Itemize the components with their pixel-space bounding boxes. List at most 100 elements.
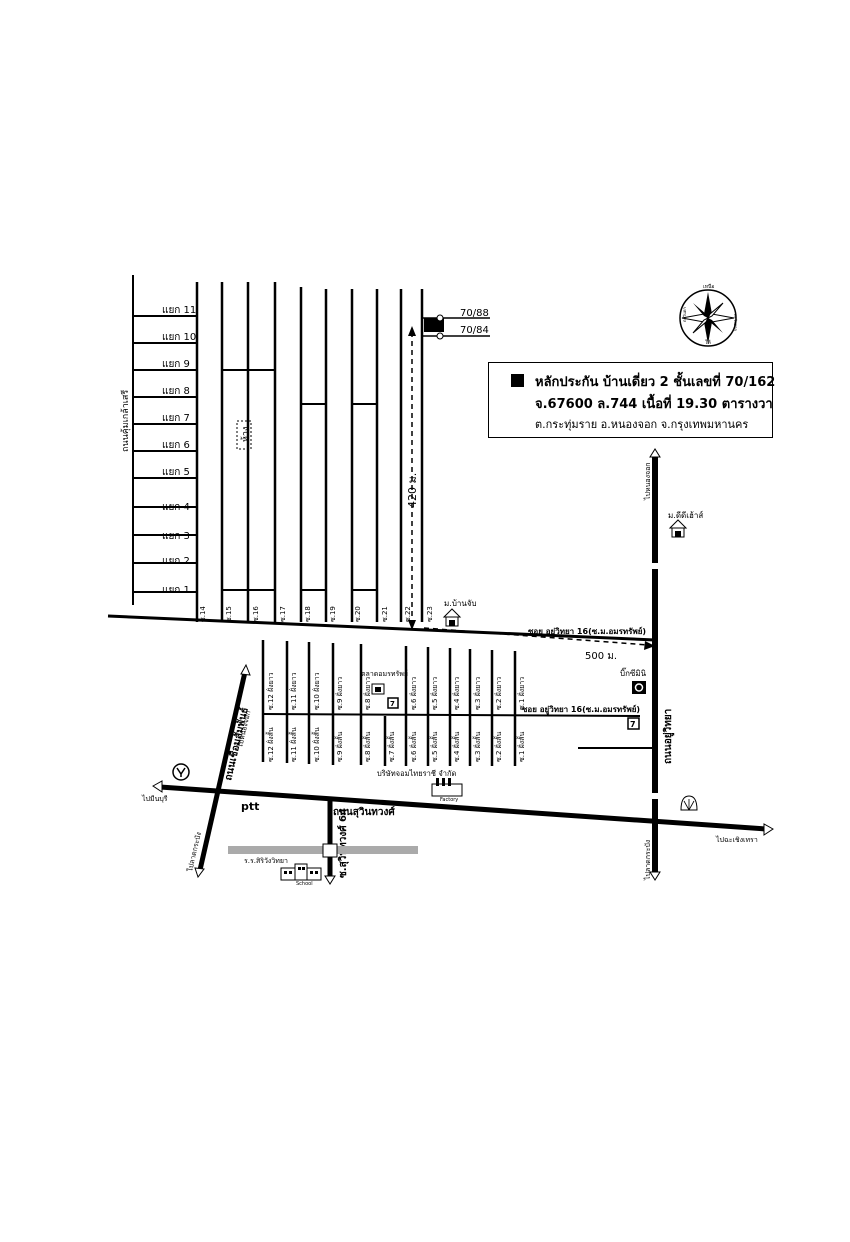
soi-label: ซ.8 ฝั่งสั้น [361, 732, 372, 762]
road-gap [650, 793, 660, 799]
soi-label: ซ.10 ฝั่งยาว [312, 672, 321, 710]
soi-label: ซ.5 ฝั่งสั้น [428, 732, 439, 762]
suwinthawong-road [159, 784, 767, 832]
property-info-line1: หลักประกัน บ้านเดี่ยว 2 ชั้นเลขที่ 70/16… [535, 375, 776, 390]
arrow-down-icon [194, 867, 205, 879]
arrow-down-icon [649, 871, 661, 881]
factory-icon [431, 778, 463, 797]
mall-marker [236, 420, 252, 450]
school-icon [280, 863, 322, 881]
seven-eleven-icon: 7 [627, 717, 640, 730]
suwinthawong-label: ถนนสุวินทวงศ์ [333, 806, 395, 818]
soi-label: ซ.11 ฝั่งสั้น [287, 727, 298, 762]
lower-soi-labels-short: ซ.12 ฝั่งสั้น ซ.11 ฝั่งสั้น ซ.10 ฝั่งสั้… [264, 727, 526, 762]
mooban-ban-japlan-label: ม.บ้านจับ [444, 599, 477, 608]
soi-label: ซ.6 ฝั่งสั้น [407, 732, 418, 762]
to-latkrabang-label: ไปลาดกระบัง [643, 840, 652, 881]
soi-lower-label: ซอย อยู่วิทยา 16(ซ.ม.อมรทรัพย์) [522, 704, 640, 715]
soi-label: ซ.23 [426, 606, 434, 622]
mooban-dd-house-label: ม.ดีดีเฮ้าส์ [668, 510, 703, 520]
soi-label: ซ.16 [252, 606, 260, 622]
bridge [322, 843, 338, 858]
lot-point-70-84 [436, 332, 444, 340]
soi-label: ซ.2 ฝั่งสั้น [492, 732, 503, 762]
compass-rose-icon: เหนือ ใต้ ตะวันตก ตะวันออก [679, 283, 738, 347]
branch-label: แยก 6 [162, 440, 190, 451]
soi-label: ซ.4 ฝั่งสั้น [450, 732, 461, 762]
market-label: ตลาดอมรทรัพย์ [361, 670, 408, 678]
svg-text:เหนือ: เหนือ [703, 283, 714, 290]
school-tag-label: School [296, 881, 313, 887]
to-minburi-label: ไปมีนบุรี [141, 794, 168, 803]
property-marker [424, 318, 444, 332]
to-nongchok-label: ไปหนองจอก [643, 462, 652, 501]
factory-label: Factory [440, 797, 458, 803]
seven-eleven-icon: 7 [387, 697, 399, 709]
soi-label: ซ.22 [404, 606, 412, 622]
property-info-box: หลักประกัน บ้านเดี่ยว 2 ชั้นเลขที่ 70/16… [488, 362, 776, 438]
soi-label: ซ.6 ฝั่งยาว [409, 677, 418, 710]
soi-label: ซ.14 [199, 606, 207, 622]
lower-grid [261, 640, 517, 766]
branch-label: แยก 11 [162, 305, 196, 316]
arrow-up-icon [240, 663, 251, 676]
lot-label-70-88: 70/88 [460, 308, 489, 319]
arrow-left-icon [152, 780, 163, 793]
upper-soi-labels: ซ.14 ซ.15 ซ.16 ซ.17 ซ.18 ซ.19 ซ.20 ซ.21 … [199, 606, 434, 622]
branch-label: แยก 4 [162, 502, 190, 513]
soi-label: ซ.12 ฝั่งยาว [266, 672, 275, 710]
property-marker-icon [511, 374, 524, 387]
soi-label: ซ.8 ฝั่งยาว [363, 677, 372, 710]
soi-lower-road [262, 713, 641, 717]
soi-label: ซ.10 ฝั่งสั้น [310, 727, 321, 762]
soi-label: ซ.5 ฝั่งยาว [430, 677, 439, 710]
arrow-right-icon [644, 641, 655, 650]
branch-label: แยก 8 [162, 386, 190, 397]
house-icon [442, 608, 462, 627]
chueam-samphan-road [197, 671, 248, 871]
branch-label: แยก 7 [162, 413, 190, 424]
main-road-label: ถนนอยู่วิทยา [662, 709, 675, 764]
soi-label: ซ.17 [279, 606, 287, 622]
arrow-down-icon [408, 620, 416, 630]
lot-label-70-84: 70/84 [460, 325, 489, 336]
distance-500-label: 500 ม. [585, 651, 617, 662]
branch-label: แยก 3 [162, 531, 190, 542]
soi-label: ซ.15 [225, 606, 233, 622]
soi-label: ซ.9 ฝั่งสั้น [333, 732, 344, 762]
soi-label: ซ.18 [304, 606, 312, 622]
lower-soi-labels-long: ซ.12 ฝั่งยาว ซ.11 ฝั่งยาว ซ.10 ฝั่งยาว ซ… [266, 672, 526, 710]
arrow-right-icon [763, 823, 774, 836]
svg-text:ตะวันออก: ตะวันออก [733, 314, 738, 332]
to-chachoengsao-label: ไปฉะเชิงเทรา [715, 835, 758, 844]
svg-text:7: 7 [390, 700, 395, 708]
svg-text:ใต้: ใต้ [705, 339, 711, 346]
soi-label: ซ.2 ฝั่งยาว [494, 677, 503, 710]
arrow-up-icon [649, 448, 661, 458]
school-label: ร.ร.สิริวังวิทยา [244, 857, 288, 865]
lot-point-70-88 [436, 314, 444, 322]
soi-label: ซ.3 ฝั่งสั้น [471, 732, 482, 762]
airplane-icon [172, 763, 190, 781]
soi-label: ซ.1 ฝั่งยาว [517, 677, 526, 710]
soi-label: ซ.3 ฝั่งยาว [473, 677, 482, 710]
upper-grid [132, 275, 490, 622]
branch-label: แยก 10 [162, 332, 196, 343]
soi-label: ซ.4 ฝั่งยาว [452, 677, 461, 710]
svg-text:ตะวันตก: ตะวันตก [682, 307, 687, 322]
soi-label: ซ.7 ฝั่งสั้น [385, 732, 396, 762]
branch-label: แยก 1 [162, 585, 190, 596]
soi-label: ซ.21 [381, 606, 389, 622]
soi-upper-label: ซอย อยู่วิทยา 16(ซ.ม.อมรทรัพย์) [528, 626, 646, 637]
arrow-down-icon [324, 875, 336, 885]
bigc-icon [632, 681, 646, 694]
soi-label: ซ.12 ฝั่งสั้น [264, 727, 275, 762]
market-icon [371, 683, 385, 695]
branch-label: แยก 2 [162, 556, 190, 567]
soi-label: ซ.1 ฝั่งสั้น [515, 732, 526, 762]
property-info-line2: จ.67600 ล.744 เนื้อที่ 19.30 ตารางวา [535, 397, 773, 412]
svg-text:7: 7 [630, 720, 636, 729]
arrow-up-icon [408, 326, 416, 336]
distance-420-label: 420 ม. [406, 473, 419, 508]
